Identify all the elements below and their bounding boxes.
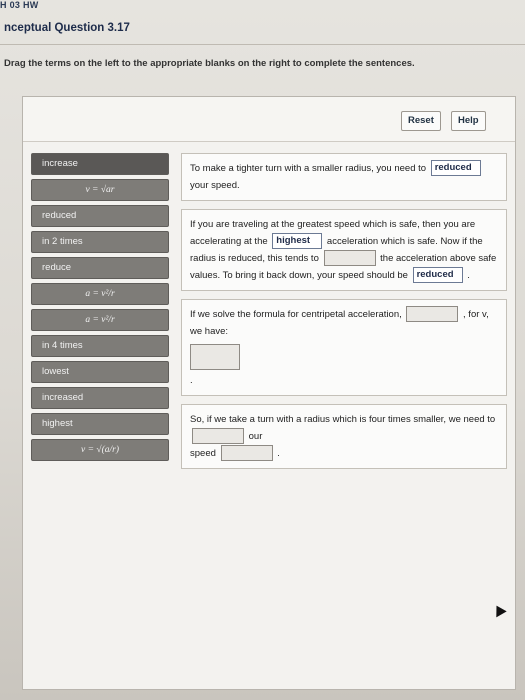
blank-6[interactable] <box>190 344 240 370</box>
term-tile-formula-a-v2r-2[interactable]: a = v²/r <box>31 309 169 331</box>
sentence-4-text-b: our <box>248 431 263 442</box>
sentence-2: If you are traveling at the greatest spe… <box>181 209 507 291</box>
mouse-cursor-icon <box>491 602 507 618</box>
sentence-4-text-d: . <box>277 448 280 459</box>
sentence-3-text-c: . <box>190 375 193 386</box>
help-button[interactable]: Help <box>451 111 486 131</box>
term-tile-lowest[interactable]: lowest <box>31 361 169 383</box>
drag-drop-panel: Reset Help increase v = √ar reduced in 2… <box>22 96 516 690</box>
term-tile-increase[interactable]: increase <box>31 153 169 175</box>
reset-button[interactable]: Reset <box>401 111 441 131</box>
term-tile-in-4-times[interactable]: in 4 times <box>31 335 169 357</box>
instruction-text: Drag the terms on the left to the approp… <box>4 58 415 69</box>
term-bank: increase v = √ar reduced in 2 times redu… <box>31 153 169 465</box>
question-title: nceptual Question 3.17 <box>4 22 130 34</box>
sentence-area: To make a tighter turn with a smaller ra… <box>181 153 507 477</box>
blank-1[interactable]: reduced <box>430 160 481 177</box>
term-tile-reduce[interactable]: reduce <box>31 257 169 279</box>
term-tile-reduced[interactable]: reduced <box>31 205 169 227</box>
panel-toolbar: Reset Help <box>23 97 515 142</box>
sentence-1-text-a: To make a tighter turn with a smaller ra… <box>190 163 427 174</box>
term-tile-formula-v-sqrt-a-over-r[interactable]: v = √(a/r) <box>31 439 169 461</box>
term-tile-highest[interactable]: highest <box>31 413 169 435</box>
sentence-2-text-c: the acceleration above safe values. To b… <box>190 253 497 281</box>
sentence-3: If we solve the formula for centripetal … <box>181 299 507 396</box>
term-tile-formula-a-v2r[interactable]: a = v²/r <box>31 283 169 305</box>
sentence-4-text-c: speed <box>190 448 216 459</box>
sentence-4-text-a: So, if we take a turn with a radius whic… <box>190 414 496 425</box>
blank-4[interactable]: reduced <box>412 267 463 284</box>
sentence-3-text-a: If we solve the formula for centripetal … <box>190 309 402 320</box>
sentence-2-text-a: If you are traveling at the greatest spe… <box>190 219 476 247</box>
divider <box>0 44 525 45</box>
sentence-2-text-d: . <box>467 270 470 281</box>
blank-3[interactable] <box>323 250 376 267</box>
blank-7[interactable] <box>192 428 244 445</box>
term-tile-increased[interactable]: increased <box>31 387 169 409</box>
sentence-1-text-b: your speed. <box>190 180 240 191</box>
term-tile-formula-v-sqrt-ar[interactable]: v = √ar <box>31 179 169 201</box>
sentence-4: So, if we take a turn with a radius whic… <box>181 404 507 469</box>
sentence-1: To make a tighter turn with a smaller ra… <box>181 153 507 201</box>
blank-5[interactable] <box>406 306 459 323</box>
sentence-2-text-b: acceleration which is safe. Now if the r… <box>190 236 483 264</box>
sentence-3-text-b: , for v, we have: <box>190 309 489 337</box>
blank-8[interactable] <box>220 445 273 462</box>
blank-2[interactable]: highest <box>272 233 323 250</box>
assignment-tab[interactable]: H 03 HW <box>0 0 39 10</box>
term-tile-in-2-times[interactable]: in 2 times <box>31 231 169 253</box>
